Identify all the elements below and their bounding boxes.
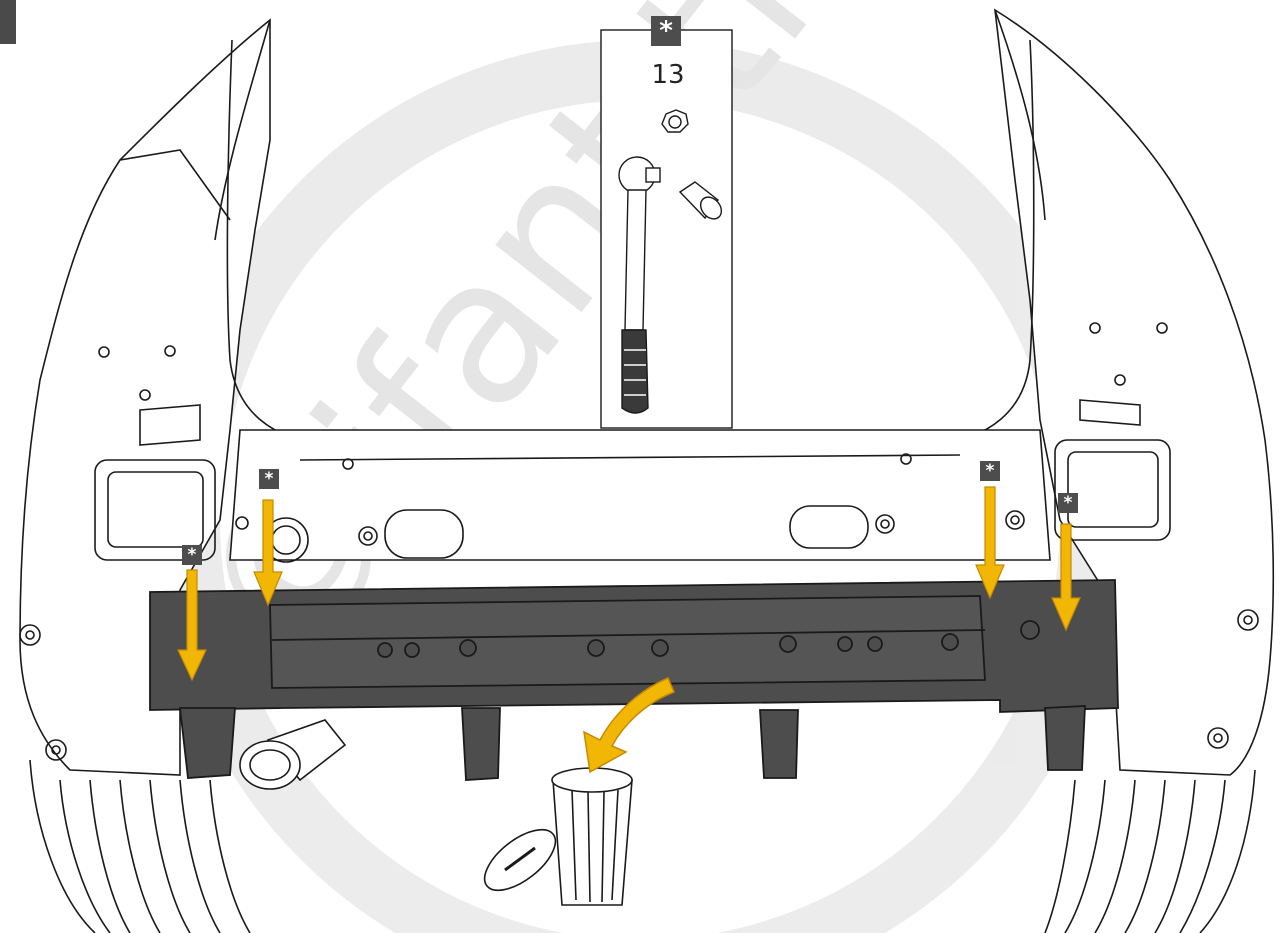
- rear-panel: [226, 39, 1051, 563]
- bumper-beam: [149, 579, 1119, 781]
- bolt-arrow-left-inner: [253, 499, 283, 607]
- bolt-marker-left-outer: *: [182, 545, 202, 565]
- corner-tab: [0, 0, 16, 44]
- bolt-arrow-right-inner: [975, 486, 1005, 600]
- bolt-marker-right-outer: *: [1058, 493, 1078, 513]
- bolt-arrows: [177, 486, 1081, 682]
- discard-arrow: [583, 677, 675, 774]
- socket-size-label: 13: [651, 60, 685, 90]
- tool-callout: [600, 29, 733, 429]
- tool-marker: *: [651, 16, 681, 46]
- right-tire: [1044, 769, 1256, 933]
- left-tire: [29, 759, 251, 933]
- bolt-arrow-right-outer: [1051, 523, 1081, 632]
- left-body-panel: [19, 18, 271, 776]
- exhaust-pipe: [239, 719, 347, 790]
- ratchet-wrench-icon: [618, 156, 661, 414]
- bolt-marker-right-inner: *: [980, 461, 1000, 481]
- bolt-marker-left-inner: *: [259, 469, 279, 489]
- bolt-arrow-left-outer: [177, 569, 207, 682]
- trash-can-icon: [483, 767, 633, 906]
- right-body-panel: [994, 8, 1275, 776]
- socket-icon: [678, 181, 723, 220]
- hex-nut-icon: [661, 109, 689, 133]
